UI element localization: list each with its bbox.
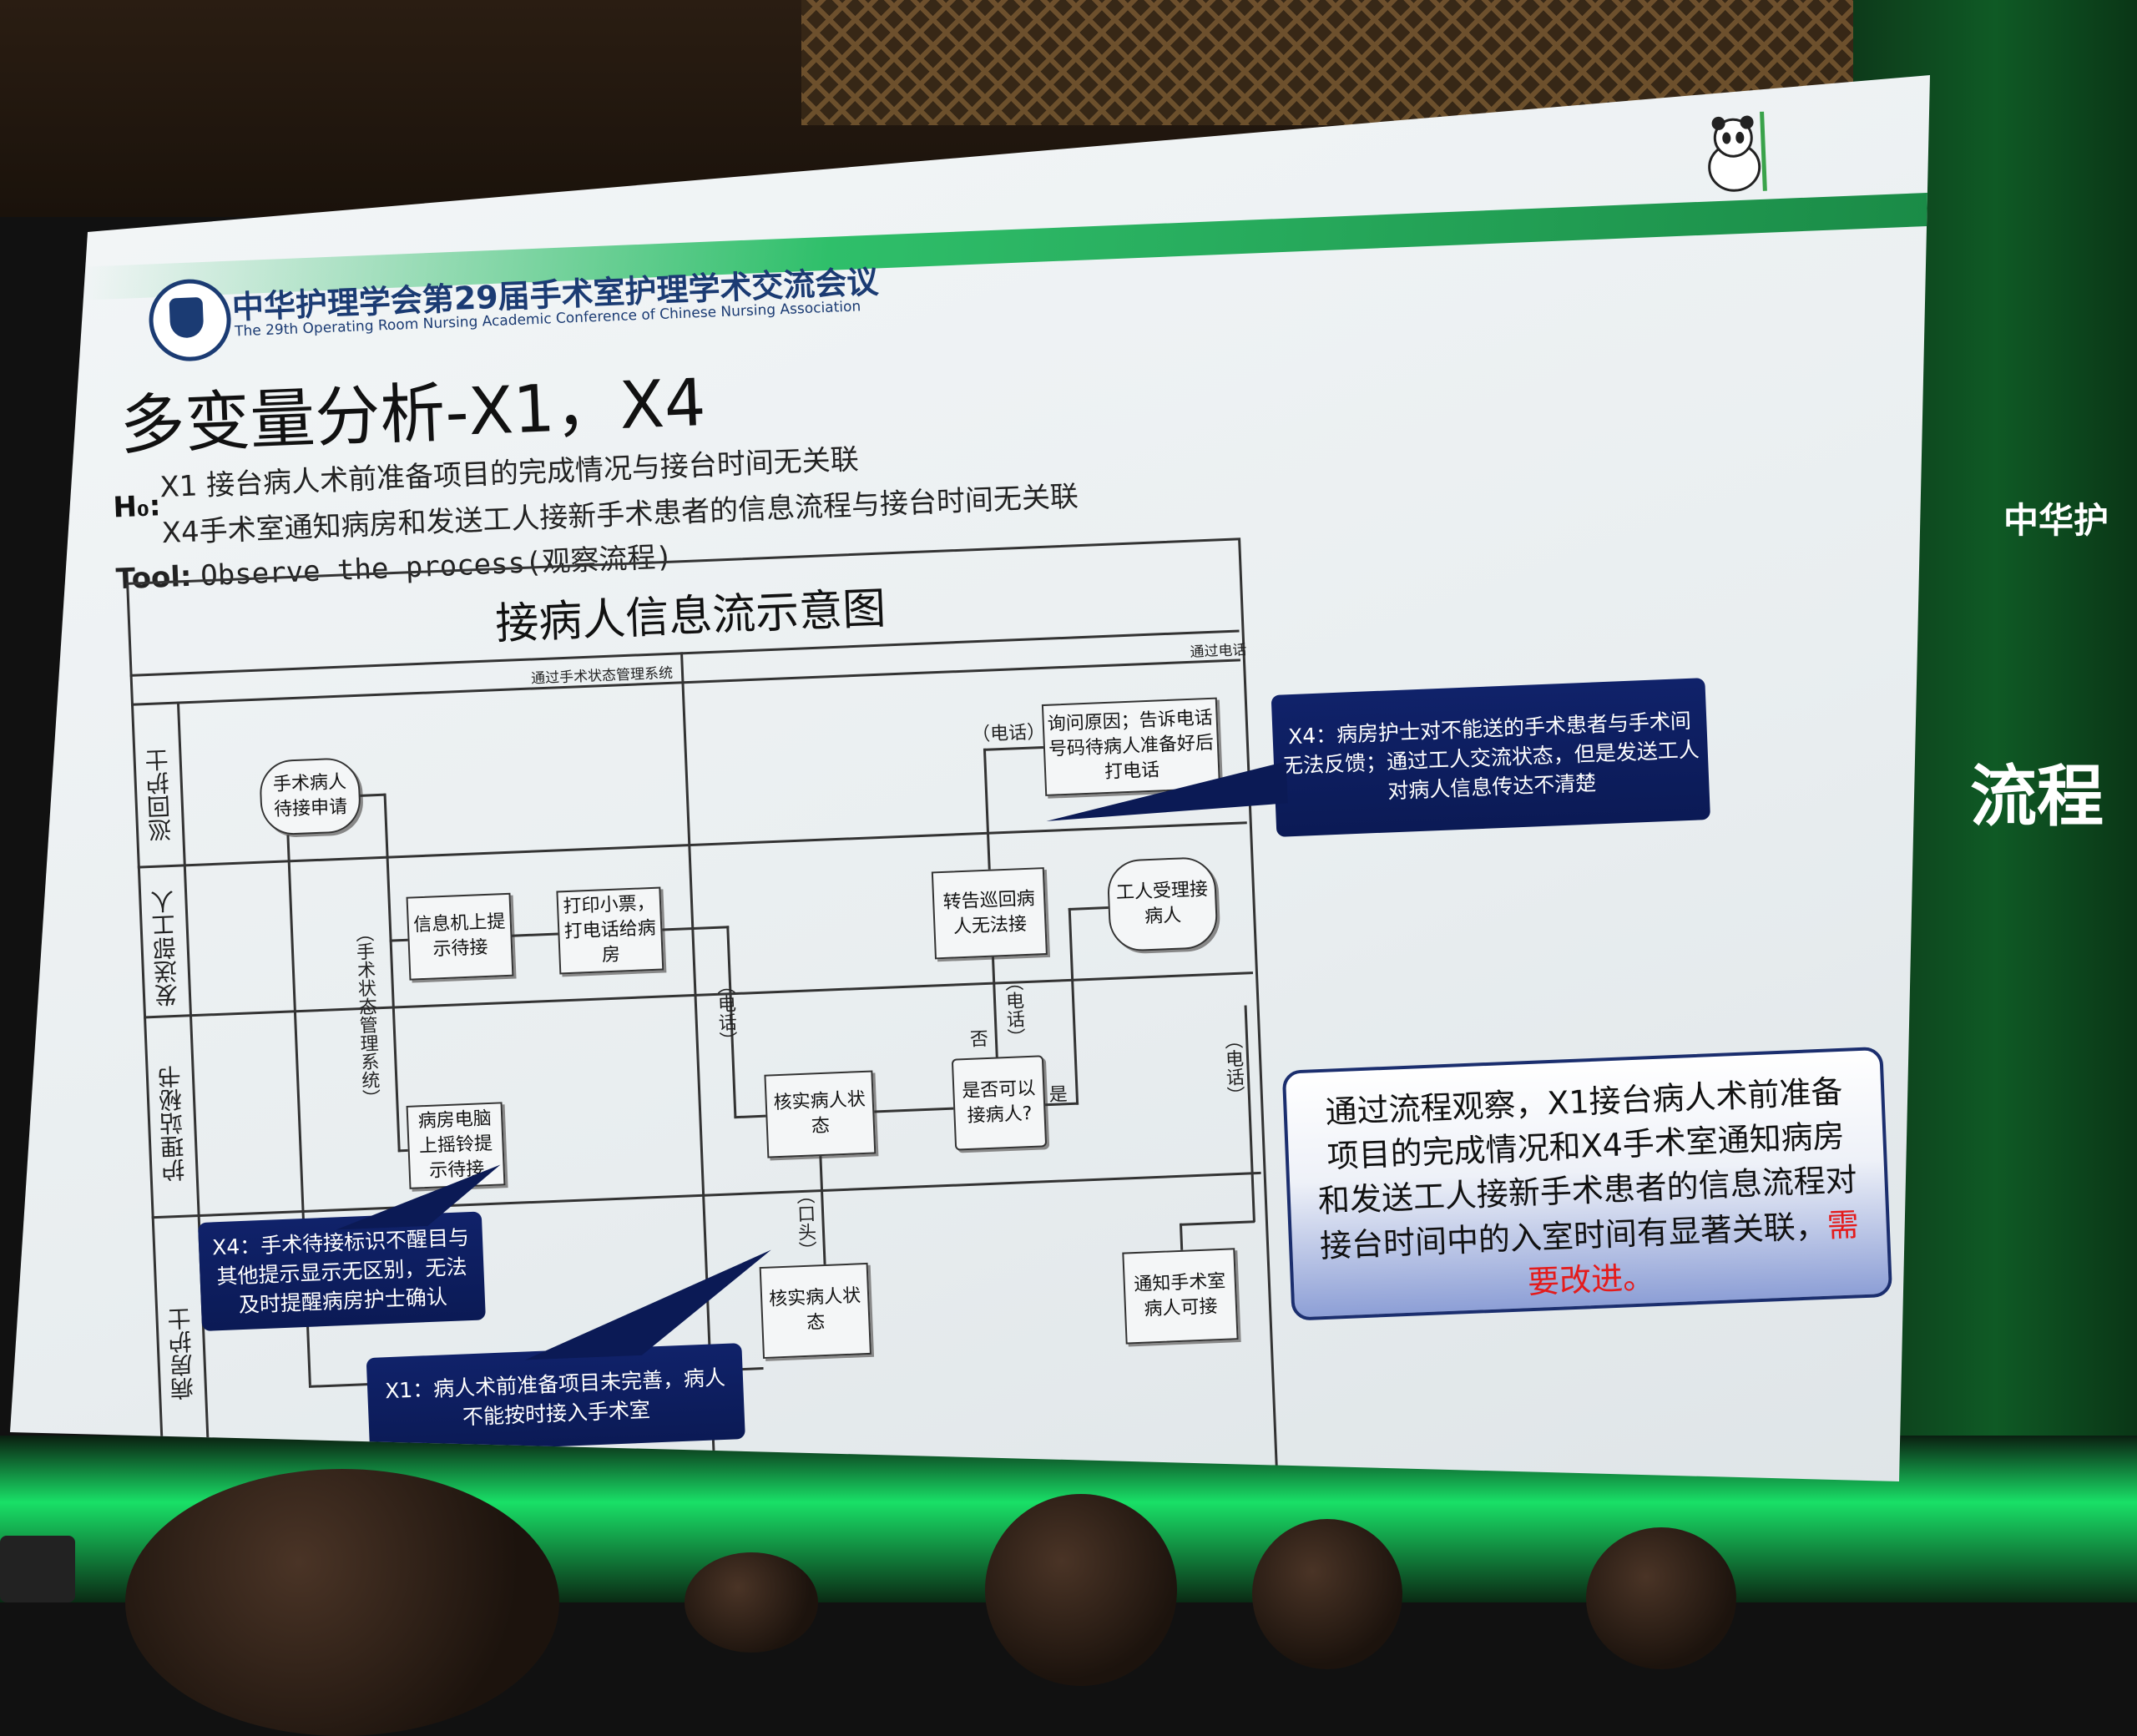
audience-head <box>125 1469 559 1736</box>
box-inform: 转告巡回病人无法接 <box>931 867 1048 960</box>
callout-pointer <box>1046 761 1288 821</box>
edge-label-phone-4: （电话） <box>1220 1030 1245 1105</box>
edge-label-yes: 是 <box>1048 1084 1068 1107</box>
projected-slide: 中华护理学会第29届手术室护理学术交流会议 The 29th Operating… <box>10 75 1930 1481</box>
box-worker: 工人受理接病人 <box>1106 855 1219 952</box>
callout-pointer <box>524 1249 771 1360</box>
box-notify: 通知手术室病人可接 <box>1122 1248 1239 1345</box>
box-request: 手术病人待接申请 <box>258 756 362 836</box>
box-verify1: 核实病人状态 <box>764 1070 877 1158</box>
lane-transport-worker: 发送部工人 <box>149 889 182 1007</box>
label-phone: 通过电话 <box>1190 642 1247 661</box>
conclusion-text: 通过流程观察，X1接台病人术前准备项目的完成情况和X4手术室通知病房和发送工人接… <box>1317 1072 1858 1264</box>
audience-head <box>1586 1527 1736 1669</box>
edge-label-phone-3: （电话） <box>1001 972 1026 1047</box>
lane-ward-nurse: 病房护士 <box>166 1306 198 1401</box>
edge-label-phone-2: （电话） <box>713 976 738 1050</box>
box-decision: 是否可以接病人? <box>951 1055 1048 1151</box>
hypothesis-label: H₀: <box>112 489 162 525</box>
box-print: 打印小票，打电话给病房 <box>556 886 664 975</box>
audience-head <box>985 1494 1177 1686</box>
audience-head <box>1252 1519 1402 1669</box>
audience-head <box>685 1552 818 1653</box>
side-screen-heading: 流程 <box>1970 758 2104 835</box>
side-screen-text: 中华护 <box>2003 500 2109 541</box>
edge-label-no: 否 <box>969 1028 989 1051</box>
callout-pointer <box>336 1164 501 1230</box>
box-prompt: 信息机上提示待接 <box>406 892 514 981</box>
edge-label-phone: （电话） <box>971 721 1046 746</box>
conclusion-box: 通过流程观察，X1接台病人术前准备项目的完成情况和X4手术室通知病房和发送工人接… <box>1281 1046 1893 1321</box>
slide-content: 中华护理学会第29届手术室护理学术交流会议 The 29th Operating… <box>78 111 1930 1481</box>
phone-screen <box>0 1536 75 1602</box>
panda-icon <box>1708 111 1767 192</box>
edge-label-oral: （口头） <box>792 1185 817 1260</box>
callout-x1-bottom: X1：病人术前准备项目未完善，病人不能按时接入手术室 <box>366 1343 745 1455</box>
callout-x4-top: X4：病房护士对不能送的手术患者与手术间无法反馈；通过工人交流状态，但是发送工人… <box>1271 678 1711 837</box>
logo-emblem-icon <box>169 296 205 339</box>
lane-station-secretary: 护理站秘书 <box>156 1064 189 1183</box>
connector <box>397 1148 408 1153</box>
box-verify2: 核实病人状态 <box>759 1262 871 1360</box>
lane-circulating-nurse: 巡回护士 <box>144 747 175 843</box>
